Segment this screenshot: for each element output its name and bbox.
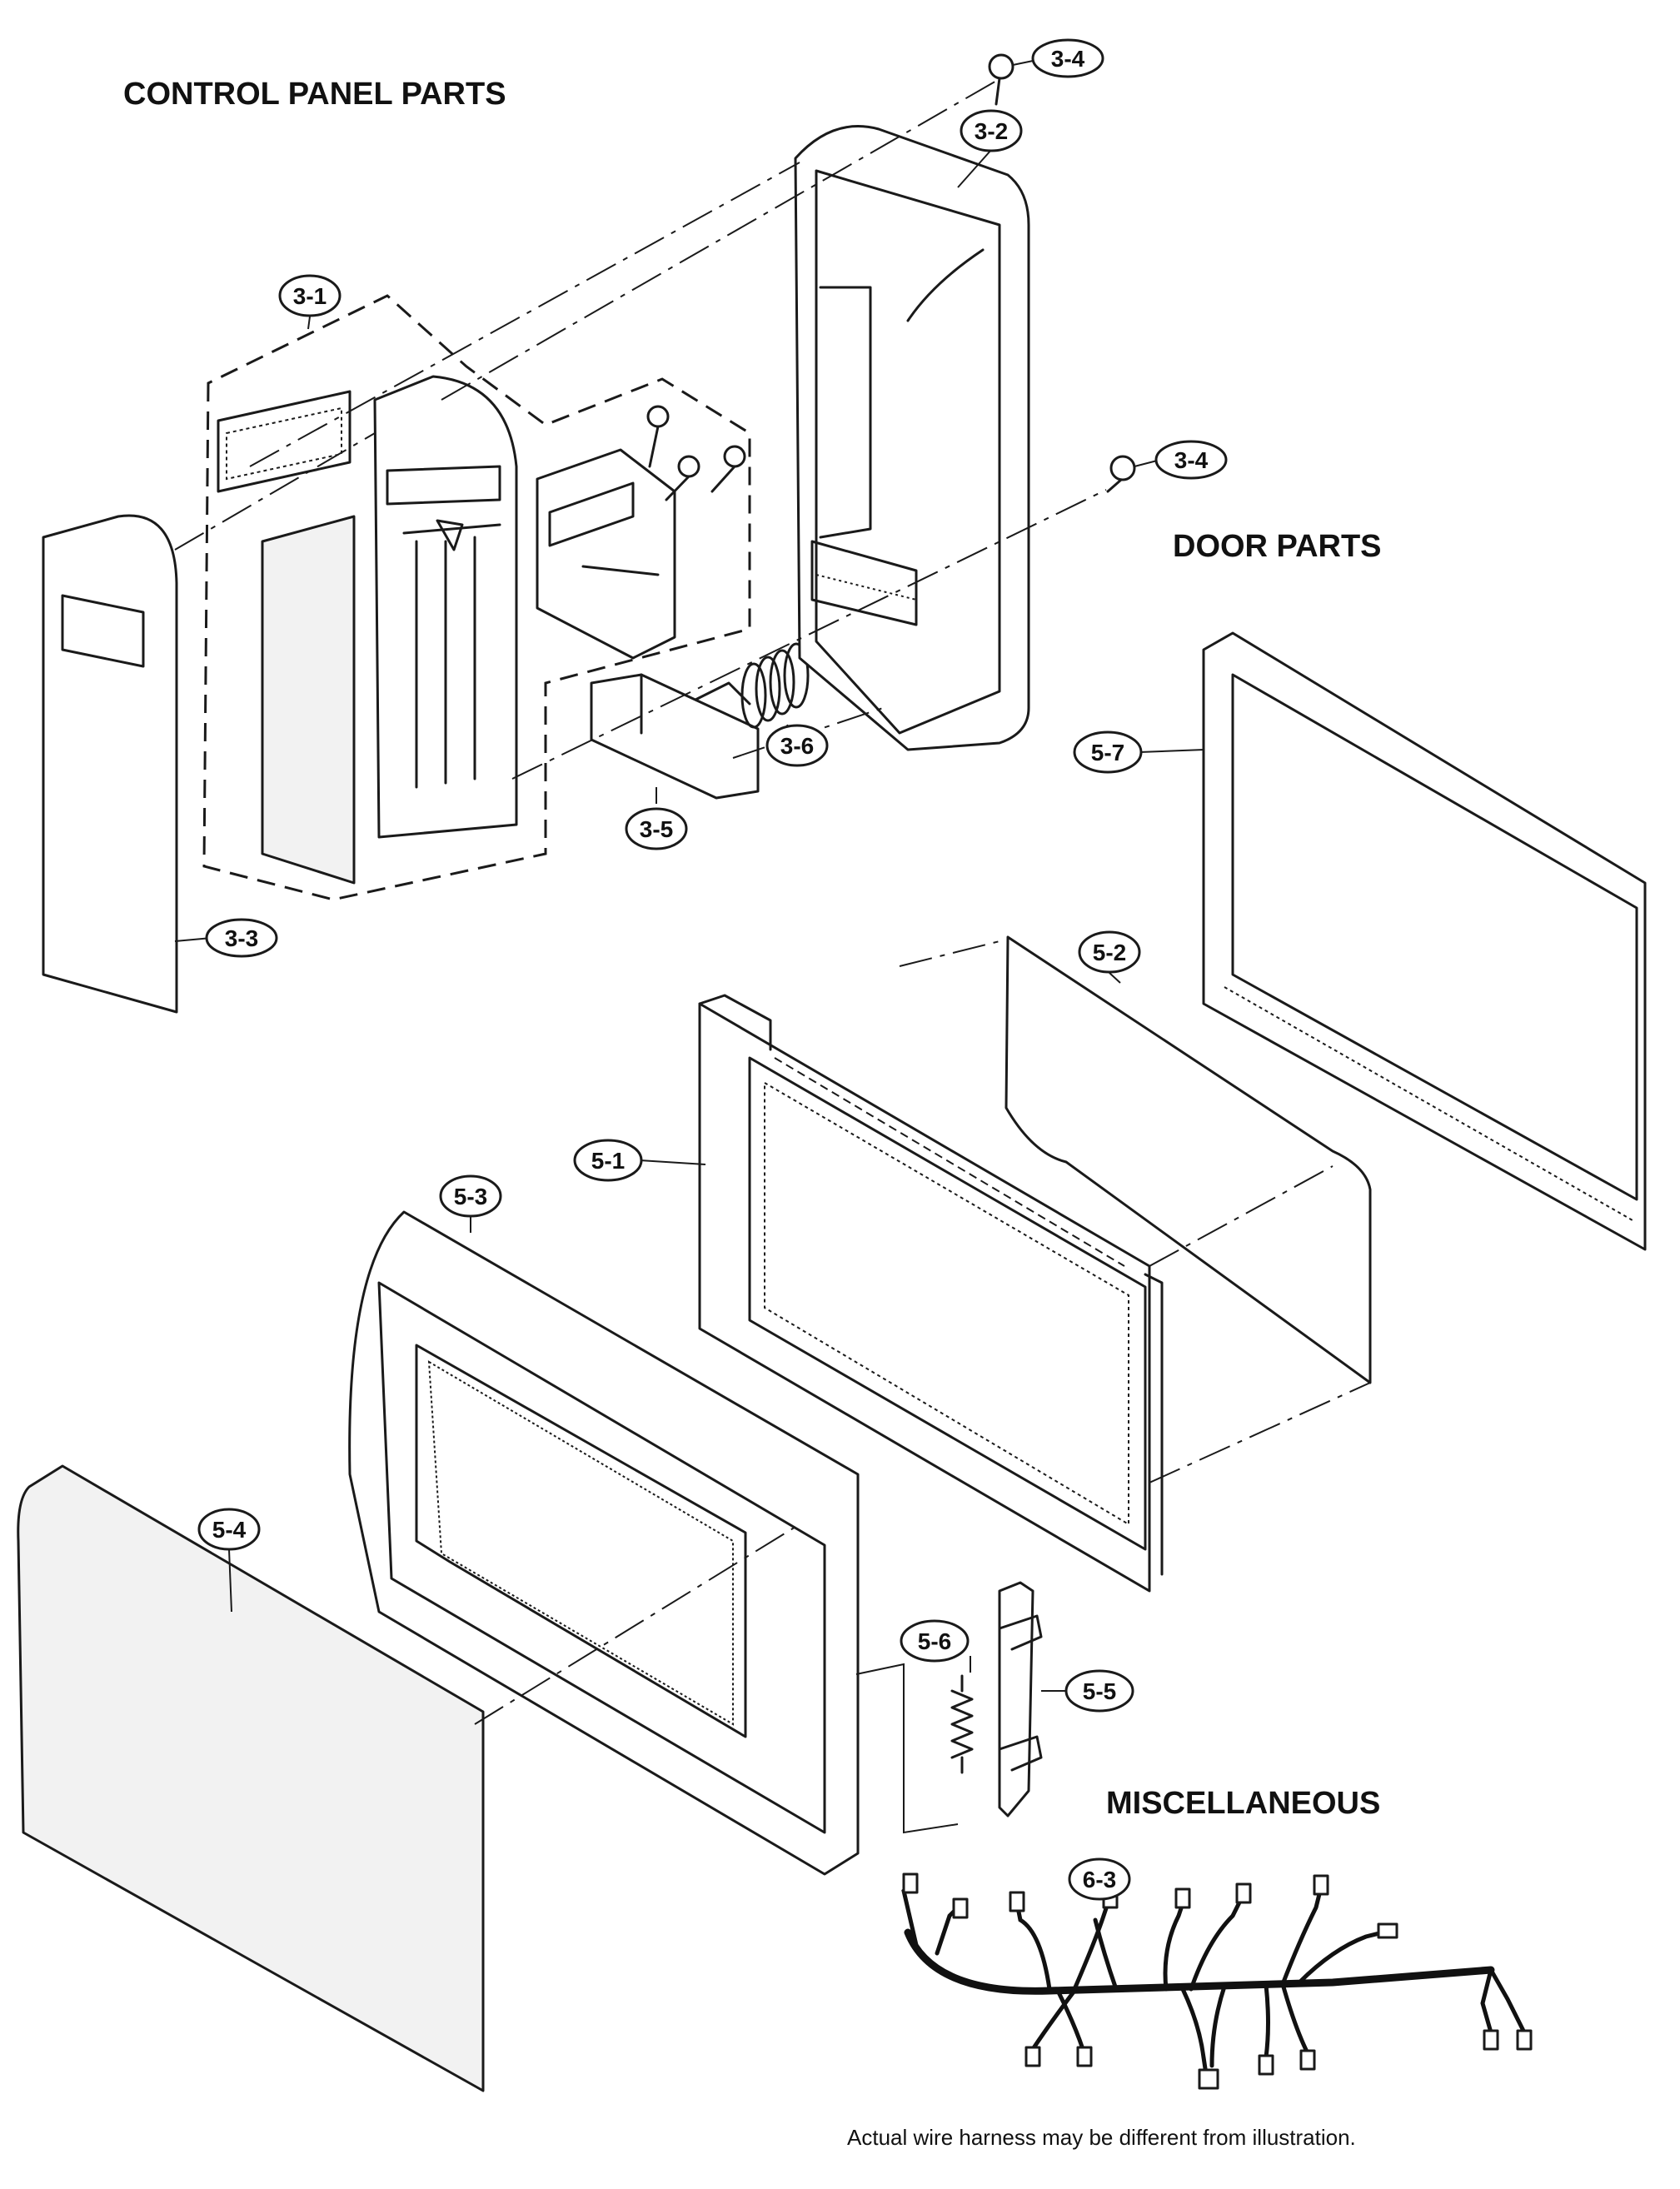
heading-miscellaneous: MISCELLANEOUS xyxy=(1106,1786,1380,1821)
callout-label-3-3: 3-3 xyxy=(225,925,258,951)
part-5-7-choke-frame xyxy=(1202,631,1647,1251)
callout-3-6 xyxy=(765,724,829,767)
callout-label-3-1: 3-1 xyxy=(293,283,327,309)
part-5-2-door-screen xyxy=(1005,935,1372,1384)
assembly-guide-lines xyxy=(174,79,1107,780)
part-3-1-assembly-boundary xyxy=(202,294,751,901)
callout-3-1 xyxy=(278,274,341,317)
callout-label-6-3: 6-3 xyxy=(1083,1867,1116,1892)
callout-label-5-6: 5-6 xyxy=(918,1628,951,1654)
heading-door-parts: DOOR PARTS xyxy=(1173,529,1382,564)
part-3-4-screw-mid xyxy=(1106,455,1136,493)
callout-label-5-3: 5-3 xyxy=(454,1184,487,1209)
callout-3-4-top xyxy=(1031,38,1104,78)
callout-label-3-2: 3-2 xyxy=(975,118,1008,144)
callout-label-3-5: 3-5 xyxy=(640,816,673,842)
callout-6-3 xyxy=(1068,1857,1131,1901)
callout-labels: 3-4 3-2 3-1 3-4 3-3 3-6 3-5 5-7 5-2 5-1 … xyxy=(212,46,1209,1892)
part-3-1-pcb-bracket xyxy=(536,448,676,660)
heading-control-panel-parts: CONTROL PANEL PARTS xyxy=(123,77,506,112)
callout-label-3-6: 3-6 xyxy=(780,733,814,759)
screw-icon xyxy=(646,405,670,468)
callout-3-3 xyxy=(205,918,278,958)
part-3-1-keypad-membrane xyxy=(261,515,356,885)
callout-label-5-1: 5-1 xyxy=(591,1148,625,1174)
harness-note: Actual wire harness may be different fro… xyxy=(847,2125,1356,2150)
callout-label-5-4: 5-4 xyxy=(212,1517,247,1543)
callout-label-5-5: 5-5 xyxy=(1083,1678,1116,1704)
callout-markers xyxy=(197,38,1228,1901)
callout-3-5 xyxy=(625,807,688,850)
part-3-6-spring xyxy=(740,642,810,729)
callout-label-3-4-mid: 3-4 xyxy=(1174,447,1209,473)
part-5-3-door-main xyxy=(348,1210,860,1876)
door-assembly-guide-lines xyxy=(474,939,1371,1834)
callout-3-2 xyxy=(960,109,1023,152)
part-5-1-door-frame xyxy=(698,994,1164,1593)
callout-5-6 xyxy=(900,1619,970,1663)
part-3-4-screw-top xyxy=(988,53,1014,106)
screw-icon xyxy=(665,455,700,501)
callout-label-3-4-top: 3-4 xyxy=(1051,46,1085,72)
part-3-1-control-frame xyxy=(373,375,518,839)
callout-5-3 xyxy=(439,1174,502,1218)
part-3-1-display-window xyxy=(217,390,351,493)
part-5-6-latch-spring xyxy=(950,1674,974,1774)
callout-5-7 xyxy=(1073,730,1143,774)
callout-3-4-mid xyxy=(1154,440,1228,480)
callout-5-1 xyxy=(573,1139,643,1182)
screw-icon xyxy=(710,445,746,493)
part-5-5-latch-head xyxy=(998,1581,1043,1818)
part-6-3-wire-harness xyxy=(901,1872,1533,2090)
callout-5-5 xyxy=(1064,1669,1134,1713)
part-5-4-door-panel xyxy=(17,1464,485,2092)
part-3-5-latch-lever xyxy=(590,673,760,800)
callout-5-2 xyxy=(1078,930,1141,974)
part-3-2-panel-housing xyxy=(794,125,1030,751)
part-3-3-cover-panel xyxy=(42,514,178,1014)
callout-5-4 xyxy=(197,1508,261,1551)
callout-label-5-2: 5-2 xyxy=(1093,940,1126,965)
callout-label-5-7: 5-7 xyxy=(1091,740,1124,765)
